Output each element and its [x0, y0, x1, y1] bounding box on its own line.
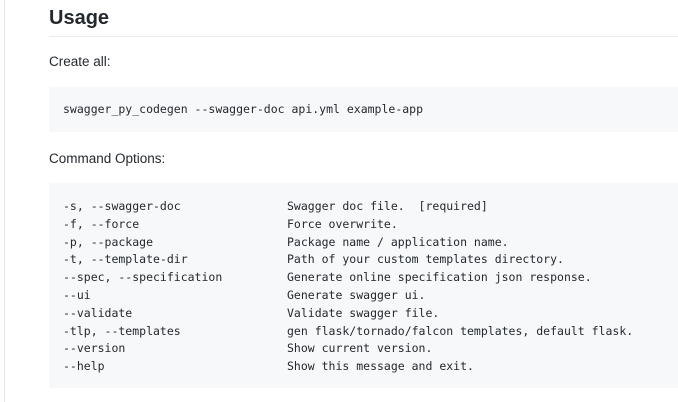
option-flag: -s, --swagger-doc [63, 199, 181, 213]
option-flag: -f, --force [63, 216, 140, 231]
option-flag: -t, --template-dir [63, 252, 188, 267]
option-description: Generate online specification json respo… [287, 270, 592, 285]
create-all-command: swagger_py_codegen --swagger-doc api.yml… [63, 102, 424, 116]
option-flag: --spec, --specification [63, 270, 223, 285]
option-row: --spec, --specification Generate online … [63, 269, 678, 287]
option-row: -s, --swagger-doc Swagger doc file. [req… [63, 198, 678, 216]
option-description: Path of your custom templates directory. [287, 252, 564, 267]
option-row: -p, --package Package name / application… [63, 234, 678, 252]
command-options-code-block: -s, --swagger-doc Swagger doc file. [req… [49, 183, 678, 388]
option-row: --help Show this message and exit. [63, 358, 678, 376]
option-flag: --help [63, 359, 105, 374]
option-description: Package name / application name. [287, 234, 509, 249]
option-row: -f, --force Force overwrite. [63, 216, 678, 234]
option-row: --validate Validate swagger file. [63, 305, 678, 323]
create-all-code-block: swagger_py_codegen --swagger-doc api.yml… [49, 87, 678, 132]
option-flag: --version [63, 341, 126, 356]
option-description: Show this message and exit. [287, 359, 474, 374]
option-flag: -tlp, --templates [63, 323, 181, 338]
command-options-label: Command Options: [49, 151, 166, 166]
option-description: Force overwrite. [287, 216, 398, 231]
option-flag: -p, --package [63, 234, 154, 249]
option-description: Show current version. [287, 341, 433, 356]
option-description: Generate swagger ui. [287, 287, 426, 302]
section-heading-usage: Usage [49, 7, 110, 29]
option-row: -t, --template-dir Path of your custom t… [63, 251, 678, 269]
option-row: --ui Generate swagger ui. [63, 287, 678, 305]
heading-divider [49, 36, 678, 37]
option-flag: --validate [63, 305, 133, 320]
option-row: -tlp, --templates gen flask/tornado/falc… [63, 323, 678, 341]
option-description: Swagger doc file. [required] [287, 199, 488, 213]
option-description: gen flask/tornado/falcon templates, defa… [287, 323, 634, 338]
option-description: Validate swagger file. [287, 305, 440, 320]
create-all-label: Create all: [49, 54, 111, 69]
option-row: --version Show current version. [63, 340, 678, 358]
option-flag: --ui [63, 287, 91, 302]
content-left-border [4, 0, 5, 402]
